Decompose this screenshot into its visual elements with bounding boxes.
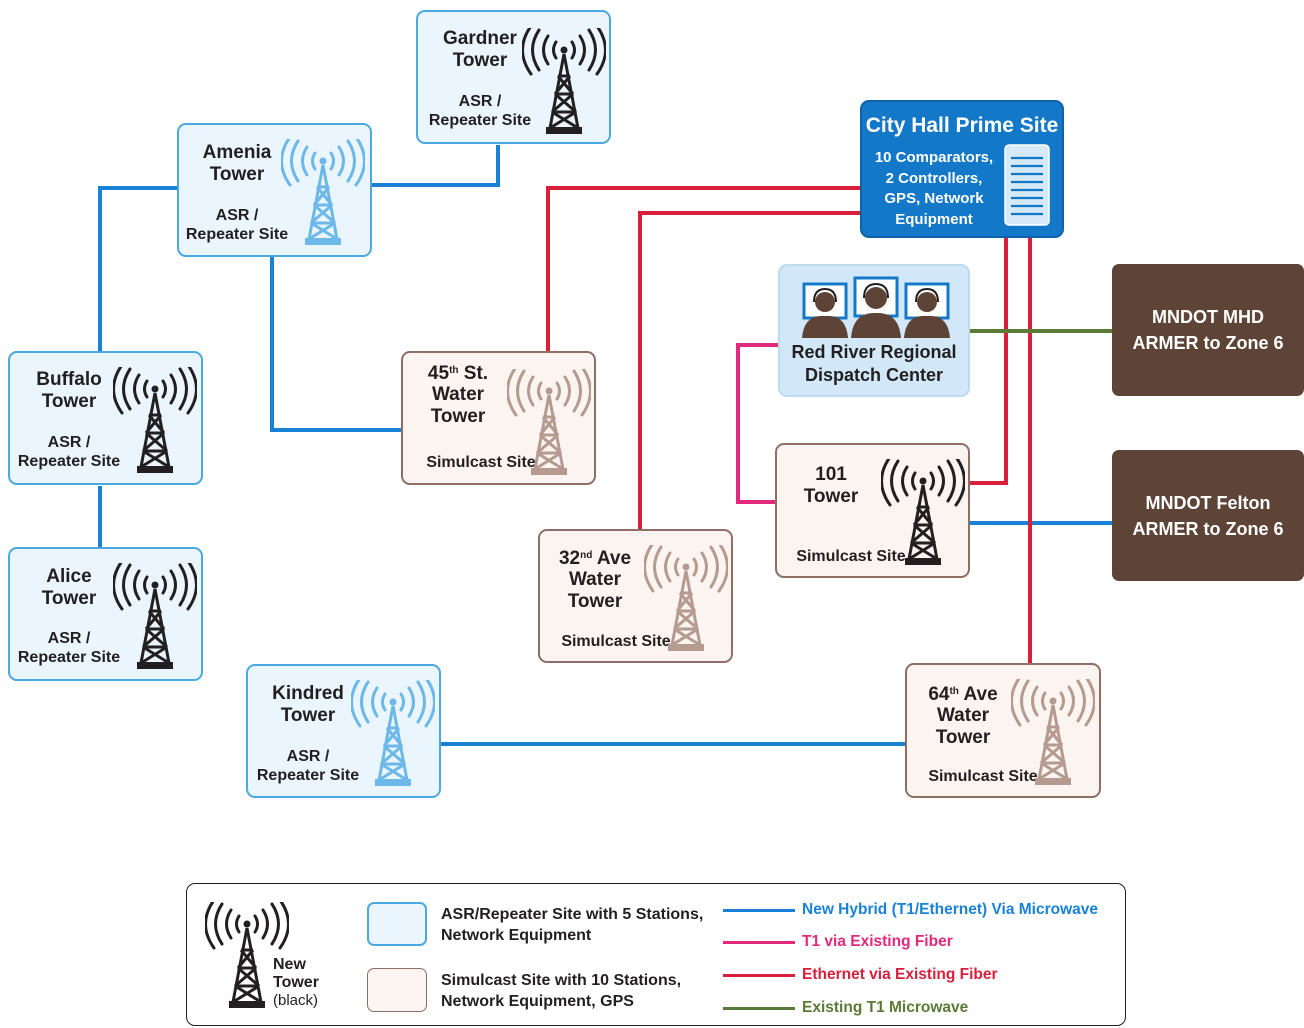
site-type: ASR / Repeater Site — [17, 630, 121, 666]
site-name: Alice Tower — [41, 566, 97, 609]
server-rack-icon — [1004, 144, 1050, 231]
link-gardner-amenia — [372, 145, 500, 187]
site-name: Amenia Tower — [202, 142, 272, 185]
site-type: ASR / Repeater Site — [185, 207, 289, 243]
ordinal-suffix: nd — [580, 550, 593, 561]
legend-line-label: Ethernet via Existing Fiber — [802, 966, 998, 983]
site-type: Simulcast Site — [796, 548, 906, 565]
32nd-ave-water-tower-site[interactable]: 32nd Ave Water Tower Simulcast Site — [538, 529, 733, 663]
link-prime-101 — [970, 238, 1008, 485]
buffalo-tower-site[interactable]: Buffalo Tower ASR / Repeater Site — [8, 351, 203, 485]
link-prime-45th — [546, 186, 860, 352]
site-type: ASR / Repeater Site — [17, 434, 121, 470]
45th-st-water-tower-site[interactable]: 45th St. Water Tower Simulcast Site — [401, 351, 596, 485]
101-tower-site[interactable]: 101 Tower Simulcast Site — [775, 443, 970, 578]
legend-line-label: New Hybrid (T1/Ethernet) Via Microwave — [802, 901, 1099, 918]
site-name-line2: Water Tower — [567, 569, 623, 612]
legend-line-swatch — [723, 1007, 795, 1010]
site-number: 45 — [427, 363, 450, 384]
legend-line-swatch — [723, 941, 795, 944]
site-number: 32 — [558, 548, 581, 569]
alice-tower-site[interactable]: Alice Tower ASR / Repeater Site — [8, 547, 203, 681]
legend-sim-desc: Simulcast Site with 10 Stations, Network… — [441, 972, 682, 1010]
link-amenia-45th — [270, 257, 402, 432]
legend-sim-swatch — [367, 968, 427, 1012]
ordinal-suffix: th — [949, 686, 959, 697]
tower-icon — [881, 459, 965, 571]
prime-title: City Hall Prime Site — [865, 114, 1059, 137]
site-type: ASR / Repeater Site — [428, 93, 532, 129]
gardner-tower-site[interactable]: Gardner Tower ASR / Repeater Site — [416, 10, 611, 144]
tower-icon — [113, 563, 197, 675]
dispatch-name: Red River Regional Dispatch Center — [791, 342, 957, 385]
tower-icon — [205, 902, 289, 1014]
site-street: Ave — [958, 684, 998, 705]
dispatchers-icon — [802, 274, 950, 343]
tower-icon — [507, 369, 591, 481]
legend-line-swatch — [723, 974, 795, 977]
site-name: 101 Tower — [803, 464, 859, 507]
legend-line-label: Existing T1 Microwave — [802, 999, 969, 1016]
tower-icon — [351, 680, 435, 792]
site-name-line2: Water Tower — [430, 384, 486, 427]
legend-tower-note: (black) — [273, 992, 319, 1009]
mndot-mhd-box[interactable]: MNDOT MHD ARMER to Zone 6 — [1112, 264, 1304, 396]
site-name: 32nd Ave — [550, 548, 640, 570]
kindred-tower-site[interactable]: Kindred Tower ASR / Repeater Site — [246, 664, 441, 798]
site-type: ASR / Repeater Site — [256, 748, 360, 784]
site-name-line2: Water Tower — [935, 705, 991, 748]
prime-equipment: 10 Comparators, 2 Controllers, GPS, Netw… — [874, 149, 994, 228]
ordinal-suffix: th — [449, 365, 459, 376]
site-street: Ave — [592, 548, 632, 569]
mndot-mhd-label: MNDOT MHD ARMER to Zone 6 — [1132, 307, 1284, 353]
legend-asr-desc: ASR/Repeater Site with 5 Stations, Netwo… — [441, 906, 704, 944]
site-type: Simulcast Site — [928, 768, 1038, 785]
link-amenia-buffalo — [98, 186, 178, 352]
site-name: Gardner Tower — [443, 28, 517, 71]
mndot-felton-box[interactable]: MNDOT Felton ARMER to Zone 6 — [1112, 450, 1304, 581]
legend-asr-swatch — [367, 902, 427, 946]
site-name: 45th St. — [415, 363, 501, 385]
link-prime-32nd — [638, 211, 860, 530]
tower-icon — [1011, 679, 1095, 791]
site-street: St. — [458, 363, 489, 384]
legend-line-swatch — [723, 909, 795, 912]
link-dispatch-101 — [736, 343, 778, 504]
dispatch-center[interactable]: Red River Regional Dispatch Center — [778, 264, 970, 397]
site-name: Buffalo Tower — [36, 369, 102, 412]
tower-icon — [522, 28, 606, 140]
tower-icon — [113, 367, 197, 479]
legend: New Tower (black) ASR/Repeater Site with… — [186, 883, 1126, 1026]
mndot-felton-label: MNDOT Felton ARMER to Zone 6 — [1132, 493, 1284, 539]
city-hall-prime-site[interactable]: City Hall Prime Site 10 Comparators, 2 C… — [860, 100, 1064, 238]
site-number: 64 — [928, 684, 950, 705]
amenia-tower-site[interactable]: Amenia Tower ASR / Repeater Site — [177, 123, 372, 257]
tower-icon — [644, 545, 728, 657]
legend-line-label: T1 via Existing Fiber — [802, 933, 953, 950]
tower-icon — [281, 139, 365, 251]
site-name: Kindred Tower — [272, 683, 344, 726]
64th-ave-water-tower-site[interactable]: 64th Ave Water Tower Simulcast Site — [905, 663, 1101, 798]
legend-tower-label: New Tower — [273, 956, 319, 991]
site-type: Simulcast Site — [426, 454, 536, 471]
site-type: Simulcast Site — [561, 633, 671, 650]
site-name: 64th Ave — [915, 684, 1011, 706]
